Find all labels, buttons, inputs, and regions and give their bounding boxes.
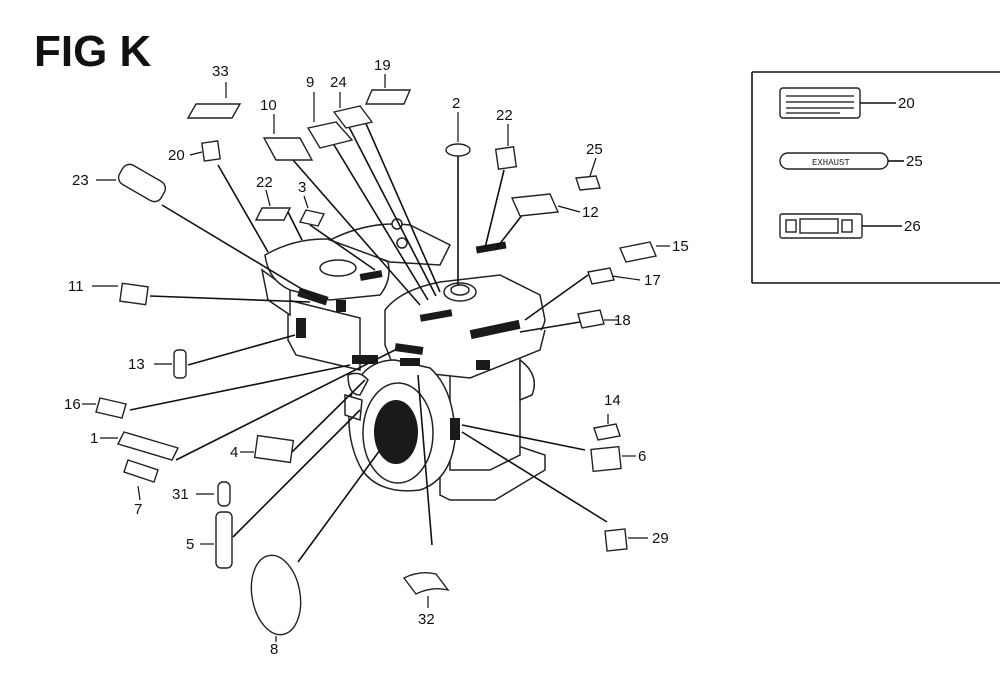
decal-32 xyxy=(402,571,450,595)
decal-5 xyxy=(215,511,233,569)
callout-14: 14 xyxy=(604,392,621,409)
decal-6 xyxy=(590,445,622,473)
callout-16: 16 xyxy=(64,396,81,413)
callout-28: 25 xyxy=(586,141,603,158)
callout-22: 22 xyxy=(256,174,273,191)
decal-9 xyxy=(306,121,354,149)
decal-27 xyxy=(332,105,374,129)
decal-19 xyxy=(364,89,412,105)
callout-27: 24 xyxy=(330,74,347,91)
callout-3: 3 xyxy=(298,179,306,196)
decal-24 xyxy=(494,146,518,170)
callout-2: 2 xyxy=(452,95,460,112)
exhaust-label-text: EXHAUST xyxy=(812,158,850,168)
decal-18 xyxy=(577,309,605,329)
decal-2 xyxy=(445,143,471,157)
decal-33 xyxy=(186,103,242,119)
decal-11 xyxy=(119,282,149,306)
decal-17 xyxy=(587,267,615,285)
callout-29: 29 xyxy=(652,530,669,547)
callout-23: 23 xyxy=(72,172,89,189)
callout-21: 20 xyxy=(168,147,185,164)
inset-panel: 20 EXHAUST 25 26 xyxy=(751,71,1000,284)
callout-1: 1 xyxy=(90,430,98,447)
decal-31 xyxy=(217,481,231,507)
decal-28 xyxy=(575,175,601,191)
decal-10 xyxy=(262,137,314,161)
number-ticks xyxy=(82,74,670,642)
callout-12: 12 xyxy=(582,204,599,221)
decal-21 xyxy=(201,140,221,162)
callout-32: 32 xyxy=(418,611,435,628)
callout-33: 33 xyxy=(212,63,229,80)
inset-callout-20: 20 xyxy=(898,95,915,112)
decal-12 xyxy=(510,193,560,217)
callout-19: 19 xyxy=(374,57,391,74)
callout-10: 10 xyxy=(260,97,277,114)
decal-13 xyxy=(173,349,187,379)
callout-5: 5 xyxy=(186,536,194,553)
callout-numbers: 33 19 9 24 10 2 22 25 20 23 22 3 12 15 1… xyxy=(64,57,689,658)
callout-13: 13 xyxy=(128,356,145,373)
decal-8 xyxy=(250,554,302,636)
callout-18: 18 xyxy=(614,312,631,329)
callout-17: 17 xyxy=(644,272,661,289)
decal-29 xyxy=(604,528,628,552)
decal-23 xyxy=(117,163,167,203)
decal-1 xyxy=(117,431,179,461)
inset-callout-26: 26 xyxy=(904,218,921,235)
callout-15: 15 xyxy=(672,238,689,255)
decal-4 xyxy=(253,434,295,464)
callout-31: 31 xyxy=(172,486,189,503)
callout-11: 11 xyxy=(68,278,84,295)
decal-shapes xyxy=(95,89,657,636)
inset-callout-25: 25 xyxy=(906,153,923,170)
callout-6: 6 xyxy=(638,448,646,465)
leader-lines xyxy=(129,109,608,563)
callout-24: 22 xyxy=(496,107,513,124)
callout-8: 8 xyxy=(270,641,278,658)
decal-14 xyxy=(593,423,621,441)
callout-7: 7 xyxy=(134,501,142,518)
decal-15 xyxy=(619,241,657,263)
callout-9: 9 xyxy=(306,74,314,91)
figure-title: FIG K xyxy=(34,27,152,76)
callout-4: 4 xyxy=(230,444,238,461)
decal-22 xyxy=(254,207,292,221)
decal-16 xyxy=(95,397,127,419)
decal-3 xyxy=(298,209,326,227)
decal-7 xyxy=(123,459,159,483)
